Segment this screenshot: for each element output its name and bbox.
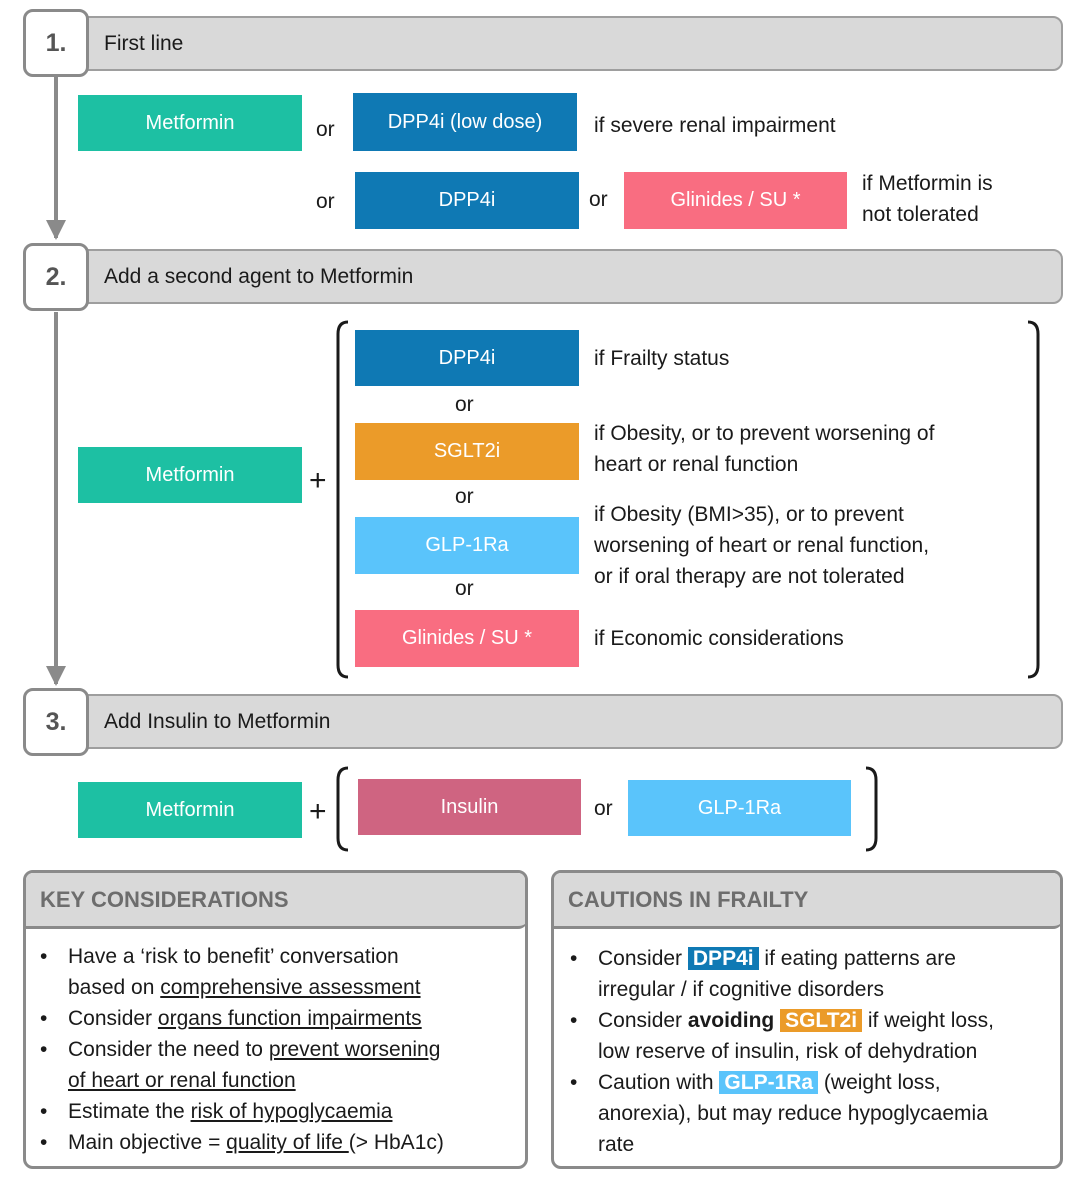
step2-number: 2. [23, 243, 89, 311]
step1-intolerance-line2: not tolerated [862, 203, 979, 226]
caution-1-dpp4i-tag: DPP4i [687, 947, 759, 970]
step1-title: First line [104, 32, 184, 55]
key-bullet-risk-benefit: Have a ‘risk to benefit’ conversation ba… [38, 941, 444, 1003]
key-bullet-hypoglycaemia: Estimate the risk of hypoglycaemia [38, 1096, 444, 1127]
step2-sglt2i-note-line2: heart or renal function [594, 453, 799, 476]
key-considerations-panel: KEY CONSIDERATIONS Have a ‘risk to benef… [23, 870, 528, 1169]
step3-left-brace [336, 766, 349, 852]
step3-or: or [594, 797, 613, 820]
caution-2-sglt2i-tag: SGLT2i [780, 1009, 863, 1032]
key-bullet-5-prefix: Main objective = [68, 1131, 227, 1154]
caution-3-prefix: Caution with [598, 1071, 720, 1094]
key-bullet-organs: Consider organs function impairments [38, 1003, 444, 1034]
caution-1-prefix: Consider [598, 947, 688, 970]
step2-option-sglt2i-note: if Obesity, or to prevent worsening of h… [594, 418, 934, 480]
step1-or-a: or [316, 118, 335, 141]
step2-header-bar [62, 249, 1063, 304]
step2-glp1ra-note-line1: if Obesity (BMI>35), or to prevent [594, 503, 904, 526]
key-considerations-title: KEY CONSIDERATIONS [26, 873, 525, 929]
step3-number: 3. [23, 688, 89, 756]
cautions-frailty-title: CAUTIONS IN FRAILTY [554, 873, 1060, 929]
step2-option-glinides-note: if Economic considerations [594, 627, 844, 650]
step1-renal-note: if severe renal impairment [594, 114, 836, 137]
key-bullet-3-underlined-1: prevent worsening [268, 1038, 441, 1061]
key-bullet-1-underlined: comprehensive assessment [160, 976, 421, 999]
step2-option-sglt2i-box: SGLT2i [355, 423, 579, 480]
step1-or-b: or [316, 190, 335, 213]
step1-intolerance-note: if Metformin is not tolerated [862, 168, 993, 230]
caution-1-suffix: if eating patterns are [758, 947, 956, 970]
step2-option-glinides-box: Glinides / SU * [355, 610, 579, 667]
step1-number: 1. [23, 9, 89, 77]
cautions-frailty-panel: CAUTIONS IN FRAILTY Consider DPP4i if ea… [551, 870, 1063, 1169]
step1-metformin-box: Metformin [78, 95, 302, 151]
step3-glp1ra-box: GLP-1Ra [628, 780, 851, 836]
caution-bullet-sglt2i: Consider avoiding SGLT2i if weight loss,… [568, 1005, 994, 1067]
step2-or-2: or [455, 485, 474, 508]
step3-title: Add Insulin to Metformin [104, 710, 331, 733]
step2-or-3: or [455, 577, 474, 600]
caution-3-glp1ra-tag: GLP-1Ra [719, 1071, 819, 1094]
step2-metformin-box: Metformin [78, 447, 302, 503]
key-bullet-objective: Main objective = quality of life (> HbA1… [38, 1127, 444, 1158]
step3-insulin-box: Insulin [358, 779, 581, 835]
step1-header-bar [62, 16, 1063, 71]
caution-bullet-glp1ra: Caution with GLP-1Ra (weight loss, anore… [568, 1067, 994, 1160]
step1-or-c: or [589, 188, 608, 211]
key-bullet-4-underlined: risk of hypoglycaemia [190, 1100, 393, 1123]
step2-sglt2i-note-line1: if Obesity, or to prevent worsening of [594, 422, 935, 445]
step1-intolerance-line1: if Metformin is [862, 172, 993, 195]
key-bullet-1-prefix: based on [68, 976, 161, 999]
caution-bullet-dpp4i: Consider DPP4i if eating patterns are ir… [568, 943, 994, 1005]
step2-glp1ra-note-line2: worsening of heart or renal function, [594, 534, 930, 557]
step2-plus: + [309, 464, 327, 497]
key-bullet-1-line1: Have a ‘risk to benefit’ conversation [68, 945, 399, 968]
step2-option-dpp4i-box: DPP4i [355, 330, 579, 386]
caution-1-line2: irregular / if cognitive disorders [598, 978, 884, 1001]
caution-2-prefix: Consider [598, 1009, 688, 1032]
step2-glp1ra-note-line3: or if oral therapy are not tolerated [594, 565, 905, 588]
key-bullet-2-underlined: organs function impairments [157, 1007, 422, 1030]
cautions-list: Consider DPP4i if eating patterns are ir… [568, 943, 994, 1160]
caution-3-line3: rate [598, 1133, 635, 1156]
step1-glinides-box: Glinides / SU * [624, 172, 847, 229]
caution-2-bold: avoiding [687, 1009, 775, 1032]
key-bullet-4-prefix: Estimate the [68, 1100, 191, 1123]
key-bullet-prevent-worsening: Consider the need to prevent worsening o… [38, 1034, 444, 1096]
step3-right-brace [865, 766, 878, 852]
caution-2-suffix: if weight loss, [862, 1009, 994, 1032]
key-bullet-3-prefix: Consider the need to [68, 1038, 269, 1061]
step2-right-brace [1027, 320, 1040, 679]
caution-3-suffix: (weight loss, [818, 1071, 941, 1094]
key-considerations-list: Have a ‘risk to benefit’ conversation ba… [38, 941, 444, 1158]
step2-left-brace [336, 320, 349, 679]
step1-dpp4i-box: DPP4i [355, 172, 579, 229]
key-bullet-5-suffix: (> HbA1c) [348, 1131, 444, 1154]
step2-option-glp1ra-note: if Obesity (BMI>35), or to prevent worse… [594, 499, 929, 592]
step2-option-glp1ra-box: GLP-1Ra [355, 517, 579, 574]
step1-dpp4i-low-dose-box: DPP4i (low dose) [353, 93, 577, 151]
step3-plus: + [309, 795, 327, 828]
key-bullet-3-underlined-2: of heart or renal function [68, 1069, 296, 1092]
step2-title: Add a second agent to Metformin [104, 265, 414, 288]
step2-or-1: or [455, 393, 474, 416]
caution-3-line2: anorexia), but may reduce hypoglycaemia [598, 1102, 988, 1125]
step3-header-bar [62, 694, 1063, 749]
key-bullet-5-underlined: quality of life [226, 1131, 349, 1154]
caution-2-line2: low reserve of insulin, risk of dehydrat… [598, 1040, 978, 1063]
step2-option-dpp4i-note: if Frailty status [594, 347, 730, 370]
step3-metformin-box: Metformin [78, 782, 302, 838]
key-bullet-2-prefix: Consider [68, 1007, 158, 1030]
